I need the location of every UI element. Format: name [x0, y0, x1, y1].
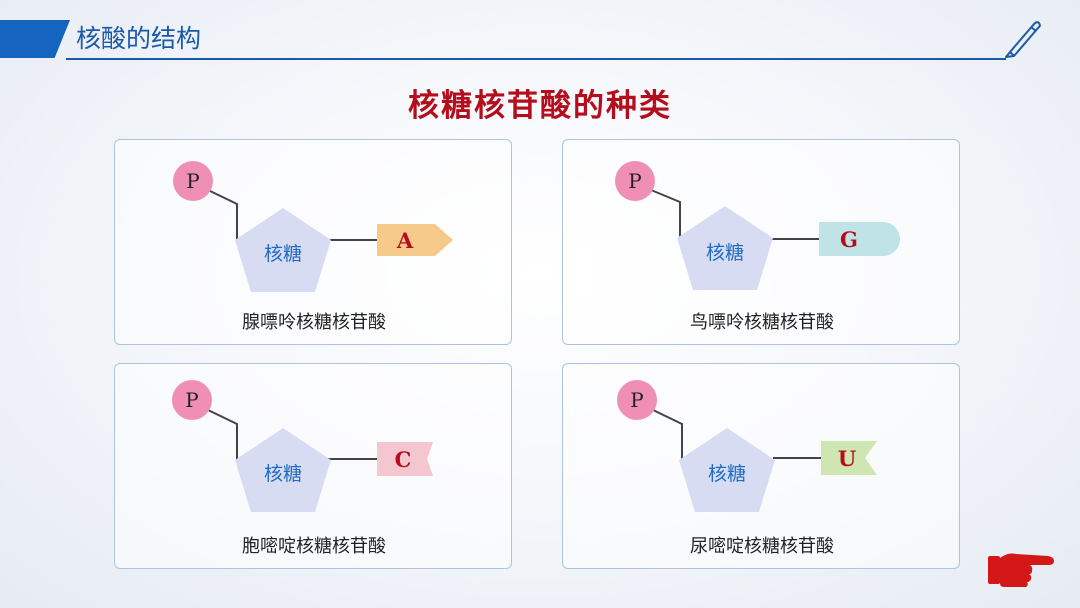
- phosphate-label: P: [630, 388, 643, 412]
- phosphate-label: P: [628, 169, 641, 193]
- pen-icon: [1005, 21, 1041, 58]
- phosphate-bond: [652, 409, 683, 460]
- base-label: G: [840, 227, 858, 252]
- base-label: C: [395, 447, 412, 472]
- nucleotide-name: 腺嘌呤核糖核苷酸: [242, 312, 386, 333]
- nucleotide-name: 胞嘧啶核糖核苷酸: [242, 536, 386, 557]
- ribose-pentagon: [679, 428, 775, 512]
- phosphate-bond: [207, 189, 238, 240]
- base-label: U: [838, 446, 856, 471]
- sugar-label: 核糖: [264, 243, 302, 265]
- phosphate-bond: [650, 189, 681, 238]
- header-underline: [66, 58, 1006, 60]
- nucleotide-diagram-cytosine: 核糖 P C: [172, 380, 433, 512]
- base-shape-rounded: [819, 222, 900, 256]
- sugar-label: 核糖: [264, 463, 302, 485]
- nucleotide-diagram-guanine: 核糖 P G: [615, 161, 900, 290]
- header-accent-bar: [0, 20, 70, 58]
- nucleotide-diagram-uracil: 核糖 P U: [617, 380, 877, 512]
- phosphate-circle: [172, 380, 212, 420]
- sugar-label: 核糖: [708, 463, 746, 485]
- nucleotide-card-uracil: 核糖 P U 尿嘧啶核糖核苷酸: [562, 363, 960, 569]
- phosphate-circle: [173, 161, 213, 201]
- section-title: 核酸的结构: [76, 24, 202, 53]
- phosphate-label: P: [186, 169, 199, 193]
- base-shape-notch: [377, 442, 433, 476]
- nucleotide-card-cytosine: 核糖 P C 胞嘧啶核糖核苷酸: [114, 363, 512, 569]
- phosphate-circle: [617, 380, 657, 420]
- ribose-pentagon: [235, 428, 331, 512]
- nucleotide-name: 尿嘧啶核糖核苷酸: [690, 536, 834, 557]
- nucleotide-card-adenine: 核糖 P A 腺嘌呤核糖核苷酸: [114, 139, 512, 345]
- phosphate-label: P: [185, 388, 198, 412]
- page-title: 核糖核苷酸的种类: [408, 88, 672, 124]
- base-shape-flag: [821, 441, 877, 475]
- nucleotide-name: 鸟嘌呤核糖核苷酸: [690, 312, 834, 333]
- base-shape-arrow: [377, 224, 453, 256]
- ribose-pentagon: [677, 206, 773, 290]
- nucleotide-diagram-adenine: 核糖 P A: [173, 161, 453, 292]
- phosphate-bond: [207, 409, 238, 460]
- base-label: A: [396, 228, 414, 253]
- sugar-label: 核糖: [706, 242, 744, 264]
- pointing-hand-icon[interactable]: [986, 546, 1056, 590]
- nucleotide-card-guanine: 核糖 P G 鸟嘌呤核糖核苷酸: [562, 139, 960, 345]
- phosphate-circle: [615, 161, 655, 201]
- ribose-pentagon: [235, 208, 331, 292]
